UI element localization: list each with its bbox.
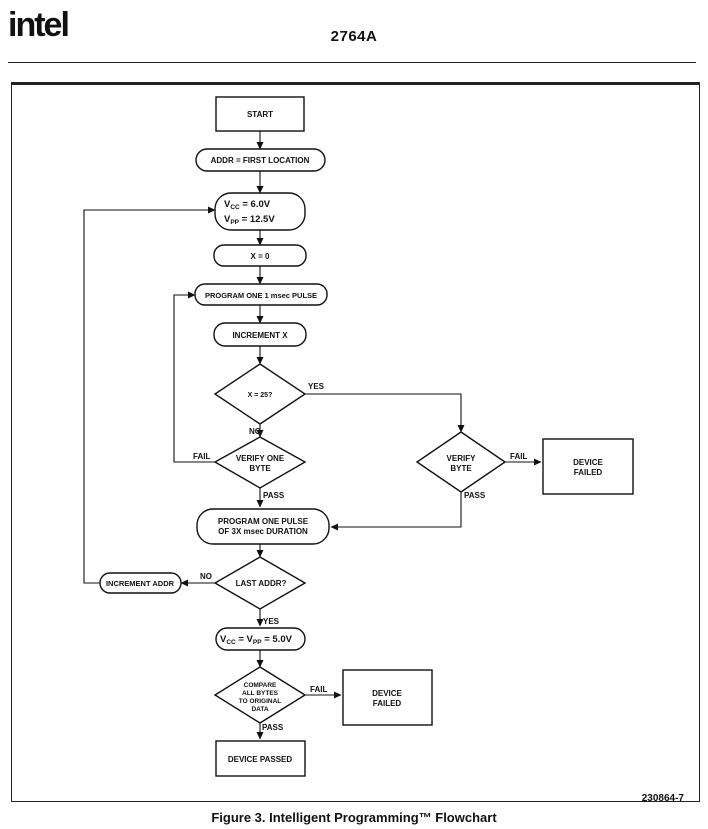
vcc-symbol: V bbox=[224, 199, 231, 210]
pass-label-1: PASS bbox=[263, 491, 285, 500]
x-check-label: X = 25? bbox=[248, 392, 273, 399]
compare-line4: DATA bbox=[251, 706, 268, 713]
compare-line3: TO ORIGINAL bbox=[239, 698, 282, 705]
final-vcc-terminal: VCC = VPP = 5.0V bbox=[215, 627, 306, 651]
final-vcc-subscript: CC bbox=[226, 639, 236, 646]
compare-line1: COMPARE bbox=[244, 682, 277, 689]
start-label: START bbox=[247, 110, 273, 119]
verify-byte-line2: BYTE bbox=[450, 464, 472, 473]
x-check-decision: X = 25? bbox=[213, 363, 307, 425]
intel-logo: intel bbox=[8, 6, 70, 44]
device-passed-label: DEVICE PASSED bbox=[228, 755, 293, 764]
arrow-yes-to-verify-byte bbox=[305, 393, 465, 433]
increment-addr-label: INCREMENT ADDR bbox=[106, 579, 175, 588]
x-zero-label: X = 0 bbox=[251, 252, 270, 261]
fail-label-2: FAIL bbox=[510, 452, 527, 461]
no-label-1: NO bbox=[249, 427, 261, 436]
pass-label-2: PASS bbox=[464, 491, 486, 500]
verify-one-line2: BYTE bbox=[249, 464, 271, 473]
verify-one-line1: VERIFY ONE bbox=[236, 454, 285, 463]
device-failed-2-line2: FAILED bbox=[373, 699, 402, 708]
arrow-fail-loop bbox=[173, 291, 218, 463]
vcc-value: = 6.0V bbox=[240, 199, 271, 210]
device-failed-box-2: DEVICE FAILED bbox=[342, 669, 433, 726]
yes-label-2: YES bbox=[263, 617, 280, 626]
final-vcc-label: VCC = VPP = 5.0V bbox=[220, 634, 293, 646]
device-passed-box: DEVICE PASSED bbox=[215, 740, 306, 777]
verify-one-byte-decision: VERIFY ONE BYTE bbox=[213, 436, 307, 489]
vcc-label: VCC = 6.0V bbox=[224, 199, 271, 211]
compare-decision: COMPARE ALL BYTES TO ORIGINAL DATA bbox=[213, 666, 307, 724]
program-3x-terminal: PROGRAM ONE PULSE OF 3X msec DURATION bbox=[196, 508, 330, 545]
final-value: = 5.0V bbox=[262, 634, 293, 645]
device-failed-1-line1: DEVICE bbox=[573, 458, 603, 467]
vcc-vpp-terminal: VCC = 6.0V VPP = 12.5V bbox=[214, 192, 306, 231]
header-rule bbox=[8, 62, 696, 63]
yes-label-1: YES bbox=[308, 382, 325, 391]
last-addr-label: LAST ADDR? bbox=[236, 579, 287, 588]
connectors bbox=[83, 131, 542, 740]
vpp-label: VPP = 12.5V bbox=[224, 214, 275, 226]
arrow-pass-to-program3x-right bbox=[330, 488, 462, 531]
x-zero-terminal: X = 0 bbox=[213, 244, 307, 267]
final-vpp-symbol: = V bbox=[236, 634, 254, 645]
program-pulse-terminal: PROGRAM ONE 1 msec PULSE bbox=[194, 283, 328, 306]
program-3x-line1: PROGRAM ONE PULSE bbox=[218, 517, 309, 526]
figure-frame bbox=[11, 82, 700, 802]
program-pulse-label: PROGRAM ONE 1 msec PULSE bbox=[205, 291, 317, 300]
vcc-subscript: CC bbox=[230, 204, 240, 211]
device-failed-box-1: DEVICE FAILED bbox=[542, 438, 634, 495]
figure-caption: Figure 3. Intelligent Programming™ Flowc… bbox=[211, 810, 497, 825]
figure-ref-number: 230864-7 bbox=[641, 793, 684, 804]
increment-x-label: INCREMENT X bbox=[232, 331, 288, 340]
no-label-2: NO bbox=[200, 572, 212, 581]
increment-addr-terminal: INCREMENT ADDR bbox=[99, 572, 182, 594]
addr-first-label: ADDR = FIRST LOCATION bbox=[211, 156, 310, 165]
document-number: 2764A bbox=[330, 28, 378, 45]
vpp-value: = 12.5V bbox=[239, 214, 275, 225]
verify-byte-line1: VERIFY bbox=[447, 454, 477, 463]
final-vpp-subscript: PP bbox=[253, 639, 262, 646]
last-addr-decision: LAST ADDR? bbox=[213, 556, 307, 610]
pass-label-3: PASS bbox=[262, 723, 284, 732]
vpp-symbol: V bbox=[224, 214, 231, 225]
final-vcc-symbol: V bbox=[220, 634, 227, 645]
start-box: START bbox=[215, 96, 305, 132]
fail-label-1: FAIL bbox=[193, 452, 210, 461]
compare-line2: ALL BYTES bbox=[242, 690, 279, 697]
addr-first-terminal: ADDR = FIRST LOCATION bbox=[195, 148, 326, 172]
arrow-incaddr-loop bbox=[83, 206, 216, 584]
fail-label-3: FAIL bbox=[310, 685, 327, 694]
device-failed-2-line1: DEVICE bbox=[372, 689, 402, 698]
vpp-subscript: PP bbox=[230, 219, 239, 226]
increment-x-terminal: INCREMENT X bbox=[213, 322, 307, 347]
verify-byte-decision: VERIFY BYTE bbox=[415, 431, 507, 493]
program-3x-line2: OF 3X msec DURATION bbox=[218, 527, 308, 536]
device-failed-1-line2: FAILED bbox=[574, 468, 603, 477]
